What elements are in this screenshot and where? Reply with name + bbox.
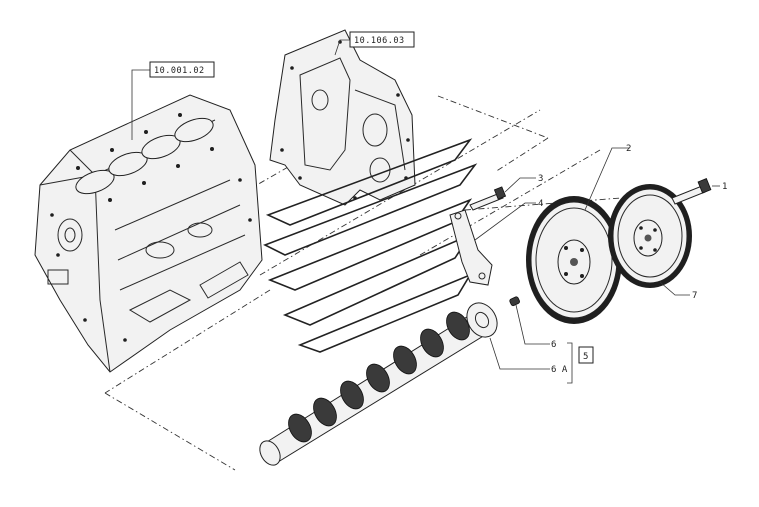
bolt-part — [671, 178, 712, 205]
reference-label-timing-cover: 10.106.03 — [354, 36, 405, 46]
callout-camshaft: 6 A — [551, 365, 568, 375]
engine-block — [34, 94, 263, 373]
camshaft-part — [259, 302, 498, 466]
reference-box-timing-cover[interactable]: 10.106.03 — [349, 31, 415, 48]
kit-box: 5 — [578, 346, 594, 364]
callout-bracket: 4 — [538, 199, 543, 209]
callout-kit: 5 — [583, 352, 588, 362]
leader-lines — [131, 39, 720, 384]
screw-part — [469, 186, 507, 211]
callout-bolt: 1 — [722, 182, 727, 192]
bracket-part — [449, 209, 493, 286]
callout-screw: 3 — [538, 174, 543, 184]
reference-box-engine-block[interactable]: 10.001.02 — [149, 61, 215, 78]
callout-gear-hub: 7 — [692, 291, 697, 301]
idler-gear-part — [526, 196, 622, 324]
timing-cover — [269, 29, 416, 206]
callout-idler-gear: 2 — [626, 144, 631, 154]
pin-part — [509, 296, 520, 307]
gear-hub-part — [608, 184, 692, 288]
swoosh-motif — [263, 138, 478, 353]
reference-label-engine-block: 10.001.02 — [154, 66, 205, 76]
callout-pin: 6 — [551, 340, 556, 350]
